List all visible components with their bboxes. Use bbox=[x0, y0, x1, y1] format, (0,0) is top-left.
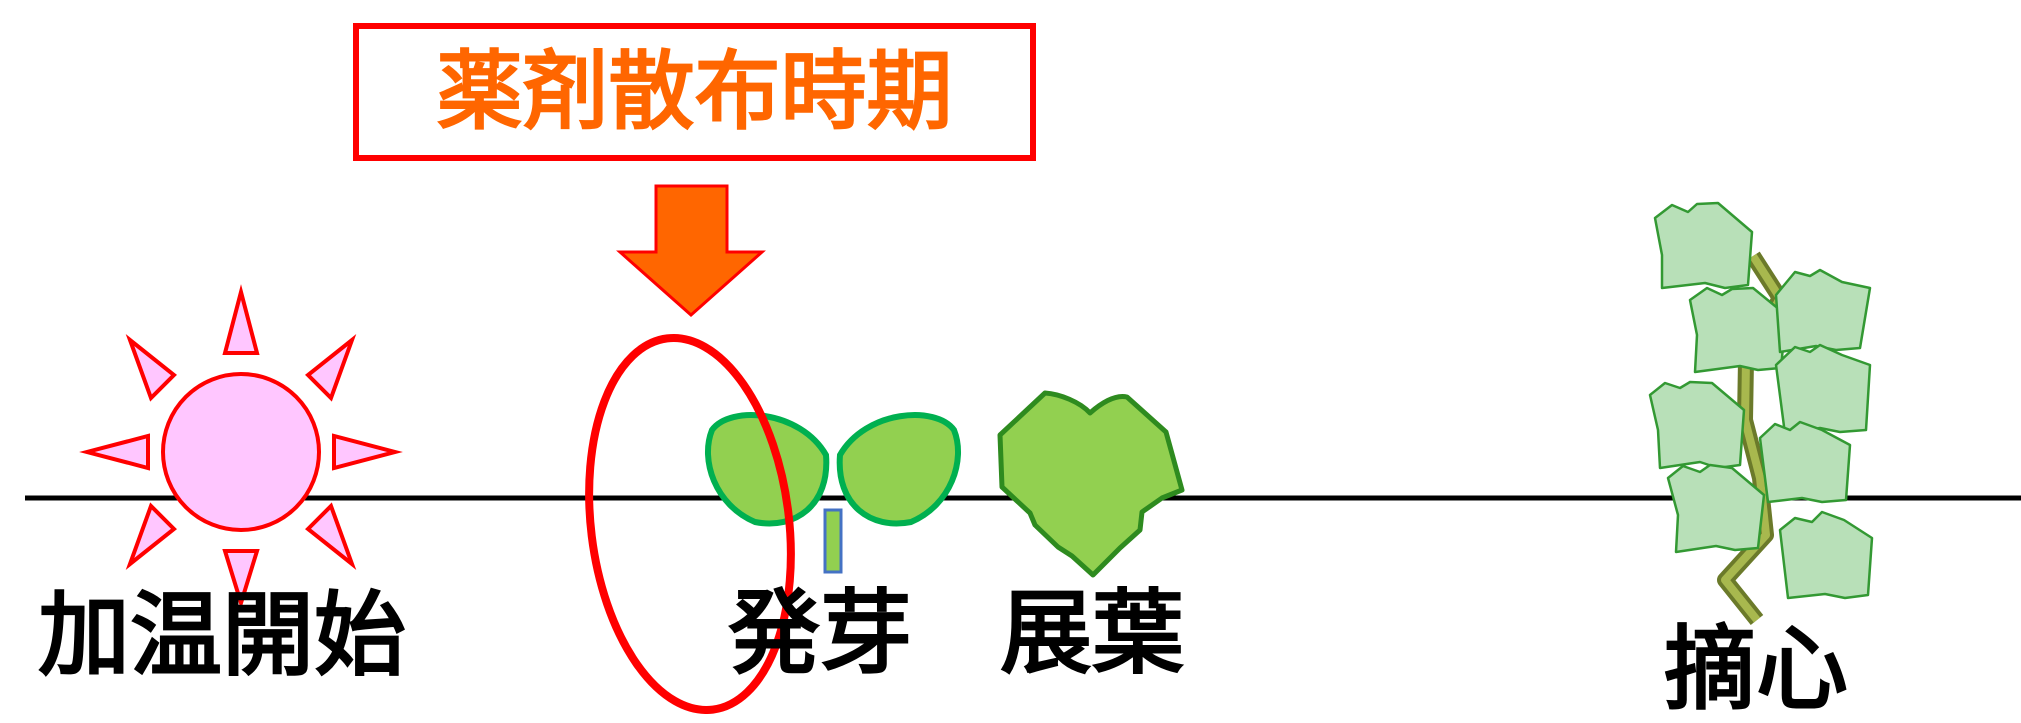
stage-label-budding: 発芽 bbox=[728, 580, 913, 687]
stage-label-leaf-unfolding: 展葉 bbox=[1000, 580, 1185, 687]
leaf-icon bbox=[997, 390, 1185, 578]
sprout-icon bbox=[705, 412, 961, 574]
stage-label-pinching: 摘心 bbox=[1664, 616, 1849, 723]
arrow-down-icon bbox=[616, 184, 766, 318]
stage-label-heating-start: 加温開始 bbox=[38, 582, 407, 689]
vine-icon bbox=[1648, 201, 1874, 625]
sun-icon bbox=[79, 284, 403, 610]
spray-period-callout: 薬剤散布時期 bbox=[353, 23, 1036, 161]
highlight-ellipse-icon bbox=[585, 334, 795, 714]
spray-period-text: 薬剤散布時期 bbox=[436, 42, 953, 142]
